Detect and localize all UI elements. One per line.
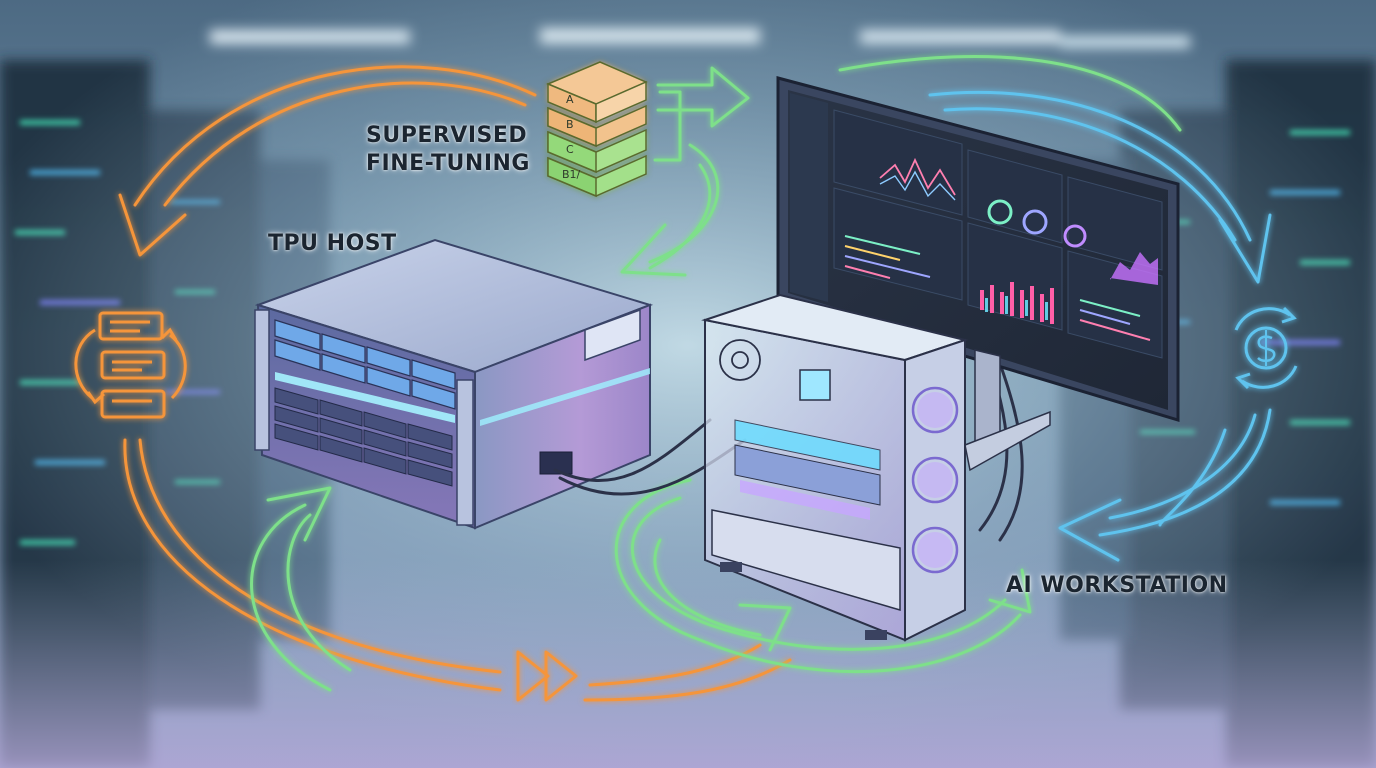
monitor-dashboard: [776, 76, 1180, 472]
stack-tile-c-label: C: [566, 143, 574, 156]
dataset-stack-icon: [546, 61, 648, 198]
green-flow-arrows: [250, 55, 1182, 692]
blue-flow-arrows: [928, 90, 1272, 562]
stack-tile-b1-label: B1/: [562, 168, 581, 181]
supervised-fine-tuning-label: SUPERVISED FINE-TUNING: [366, 122, 530, 178]
fast-forward-icon: [516, 650, 578, 702]
document-stack-cycle-icon: [74, 311, 187, 419]
stack-tile-a-label: A: [566, 93, 574, 106]
stack-tile-b-label: B: [566, 118, 574, 131]
supervised-fine-tuning-line1: SUPERVISED: [366, 123, 528, 148]
stack-tile-a: [546, 61, 648, 124]
tpu-host-label: TPU HOST: [268, 231, 397, 256]
ai-workstation-tower: [701, 293, 969, 642]
supervised-fine-tuning-line2: FINE-TUNING: [366, 151, 530, 176]
ai-workstation-label: AI WORKSTATION: [1006, 573, 1228, 598]
tpu-host-server: [254, 238, 654, 530]
stack-tile-b1: [547, 154, 647, 198]
dollar-coin-cycle-icon: [1234, 306, 1298, 390]
orange-flow-arrows: [118, 65, 792, 702]
stack-tile-b: [547, 104, 647, 148]
stack-tile-c: [547, 128, 647, 174]
